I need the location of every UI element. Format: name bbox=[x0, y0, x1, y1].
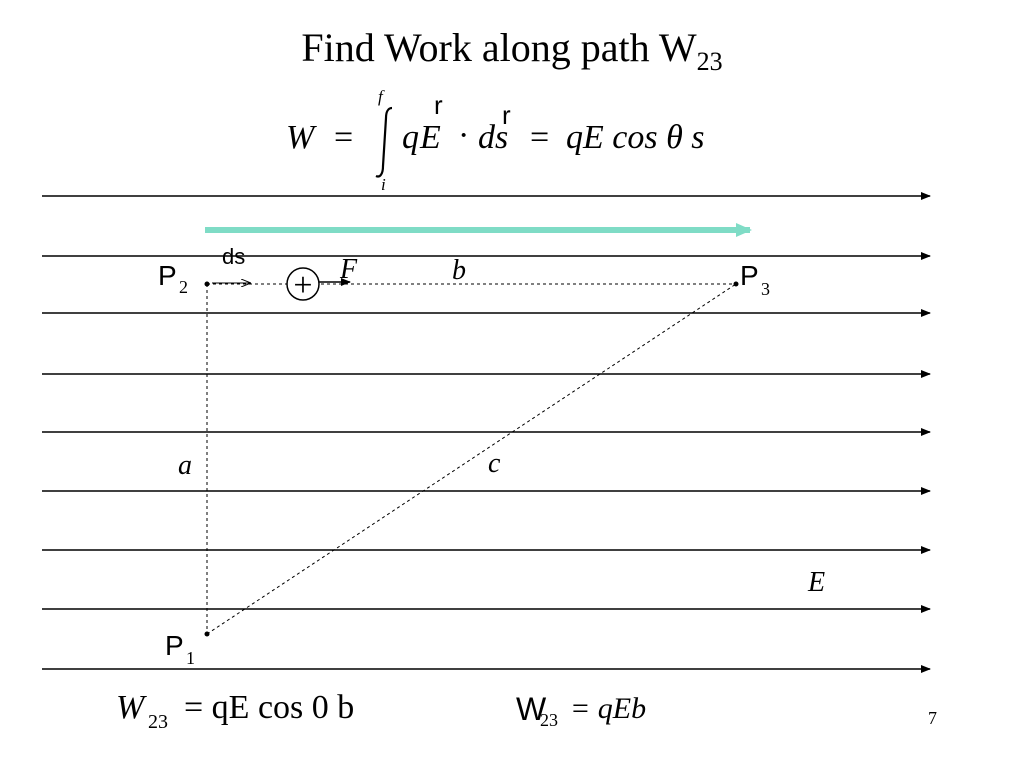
slide-title: Find Work along path W23 bbox=[0, 24, 1024, 77]
p3-label: P bbox=[740, 260, 759, 291]
result1-rhs: = qE cos 0 b bbox=[184, 689, 354, 726]
point-p1 bbox=[204, 631, 210, 637]
p2-label: P bbox=[158, 260, 177, 291]
p1-label: P bbox=[165, 630, 184, 661]
side-b-label: b bbox=[452, 255, 466, 286]
integrand-ds: ds bbox=[478, 119, 508, 156]
ds-label: ds bbox=[222, 244, 245, 269]
formula-lhs: W bbox=[286, 119, 317, 156]
integrand-q: q bbox=[402, 119, 419, 156]
vector-mark-s: r bbox=[502, 100, 511, 130]
integral-lower-limit: i bbox=[381, 175, 386, 194]
p2-subscript: 2 bbox=[179, 277, 188, 297]
formula-equals-1: = bbox=[334, 119, 353, 156]
path-triangle bbox=[206, 283, 737, 635]
integrand-E: E bbox=[419, 119, 441, 156]
positive-charge bbox=[286, 267, 320, 301]
path-c bbox=[206, 283, 737, 635]
page-number: 7 bbox=[928, 708, 937, 728]
point-labels: P 2 P 3 P 1 bbox=[158, 260, 770, 668]
title-subscript: 23 bbox=[696, 47, 723, 76]
formula-dot: · bbox=[458, 117, 469, 154]
title-text: Find Work along path W bbox=[301, 25, 697, 70]
integral-sign bbox=[375, 106, 393, 178]
electric-field-lines bbox=[42, 192, 931, 673]
work-integral-formula: W = f i q E r · ds r = qE cos θ s bbox=[286, 87, 705, 194]
result2-rhs: = qEb bbox=[570, 692, 646, 725]
result-equation-2: W 23 = qEb bbox=[516, 691, 646, 730]
formula-equals-2: = bbox=[530, 119, 549, 156]
result2-lhs: W bbox=[516, 691, 547, 727]
charge-plus-sign: + bbox=[293, 267, 312, 304]
result-equation-1: W 23 = qE cos 0 b bbox=[116, 689, 354, 733]
p3-subscript: 3 bbox=[761, 279, 770, 299]
side-a-label: a bbox=[178, 450, 192, 481]
side-c-label: c bbox=[488, 448, 501, 479]
result2-subscript: 23 bbox=[540, 710, 558, 730]
p1-subscript: 1 bbox=[186, 648, 195, 668]
result1-lhs: W bbox=[116, 689, 147, 726]
point-p3 bbox=[733, 281, 739, 287]
point-p2 bbox=[204, 281, 210, 287]
result1-subscript: 23 bbox=[148, 711, 168, 733]
formula-rhs: qE cos θ s bbox=[566, 119, 705, 156]
force-label: F bbox=[339, 254, 358, 285]
field-E-label: E bbox=[807, 567, 825, 598]
integral-upper-limit: f bbox=[378, 87, 385, 106]
vector-mark-E: r bbox=[434, 90, 443, 120]
